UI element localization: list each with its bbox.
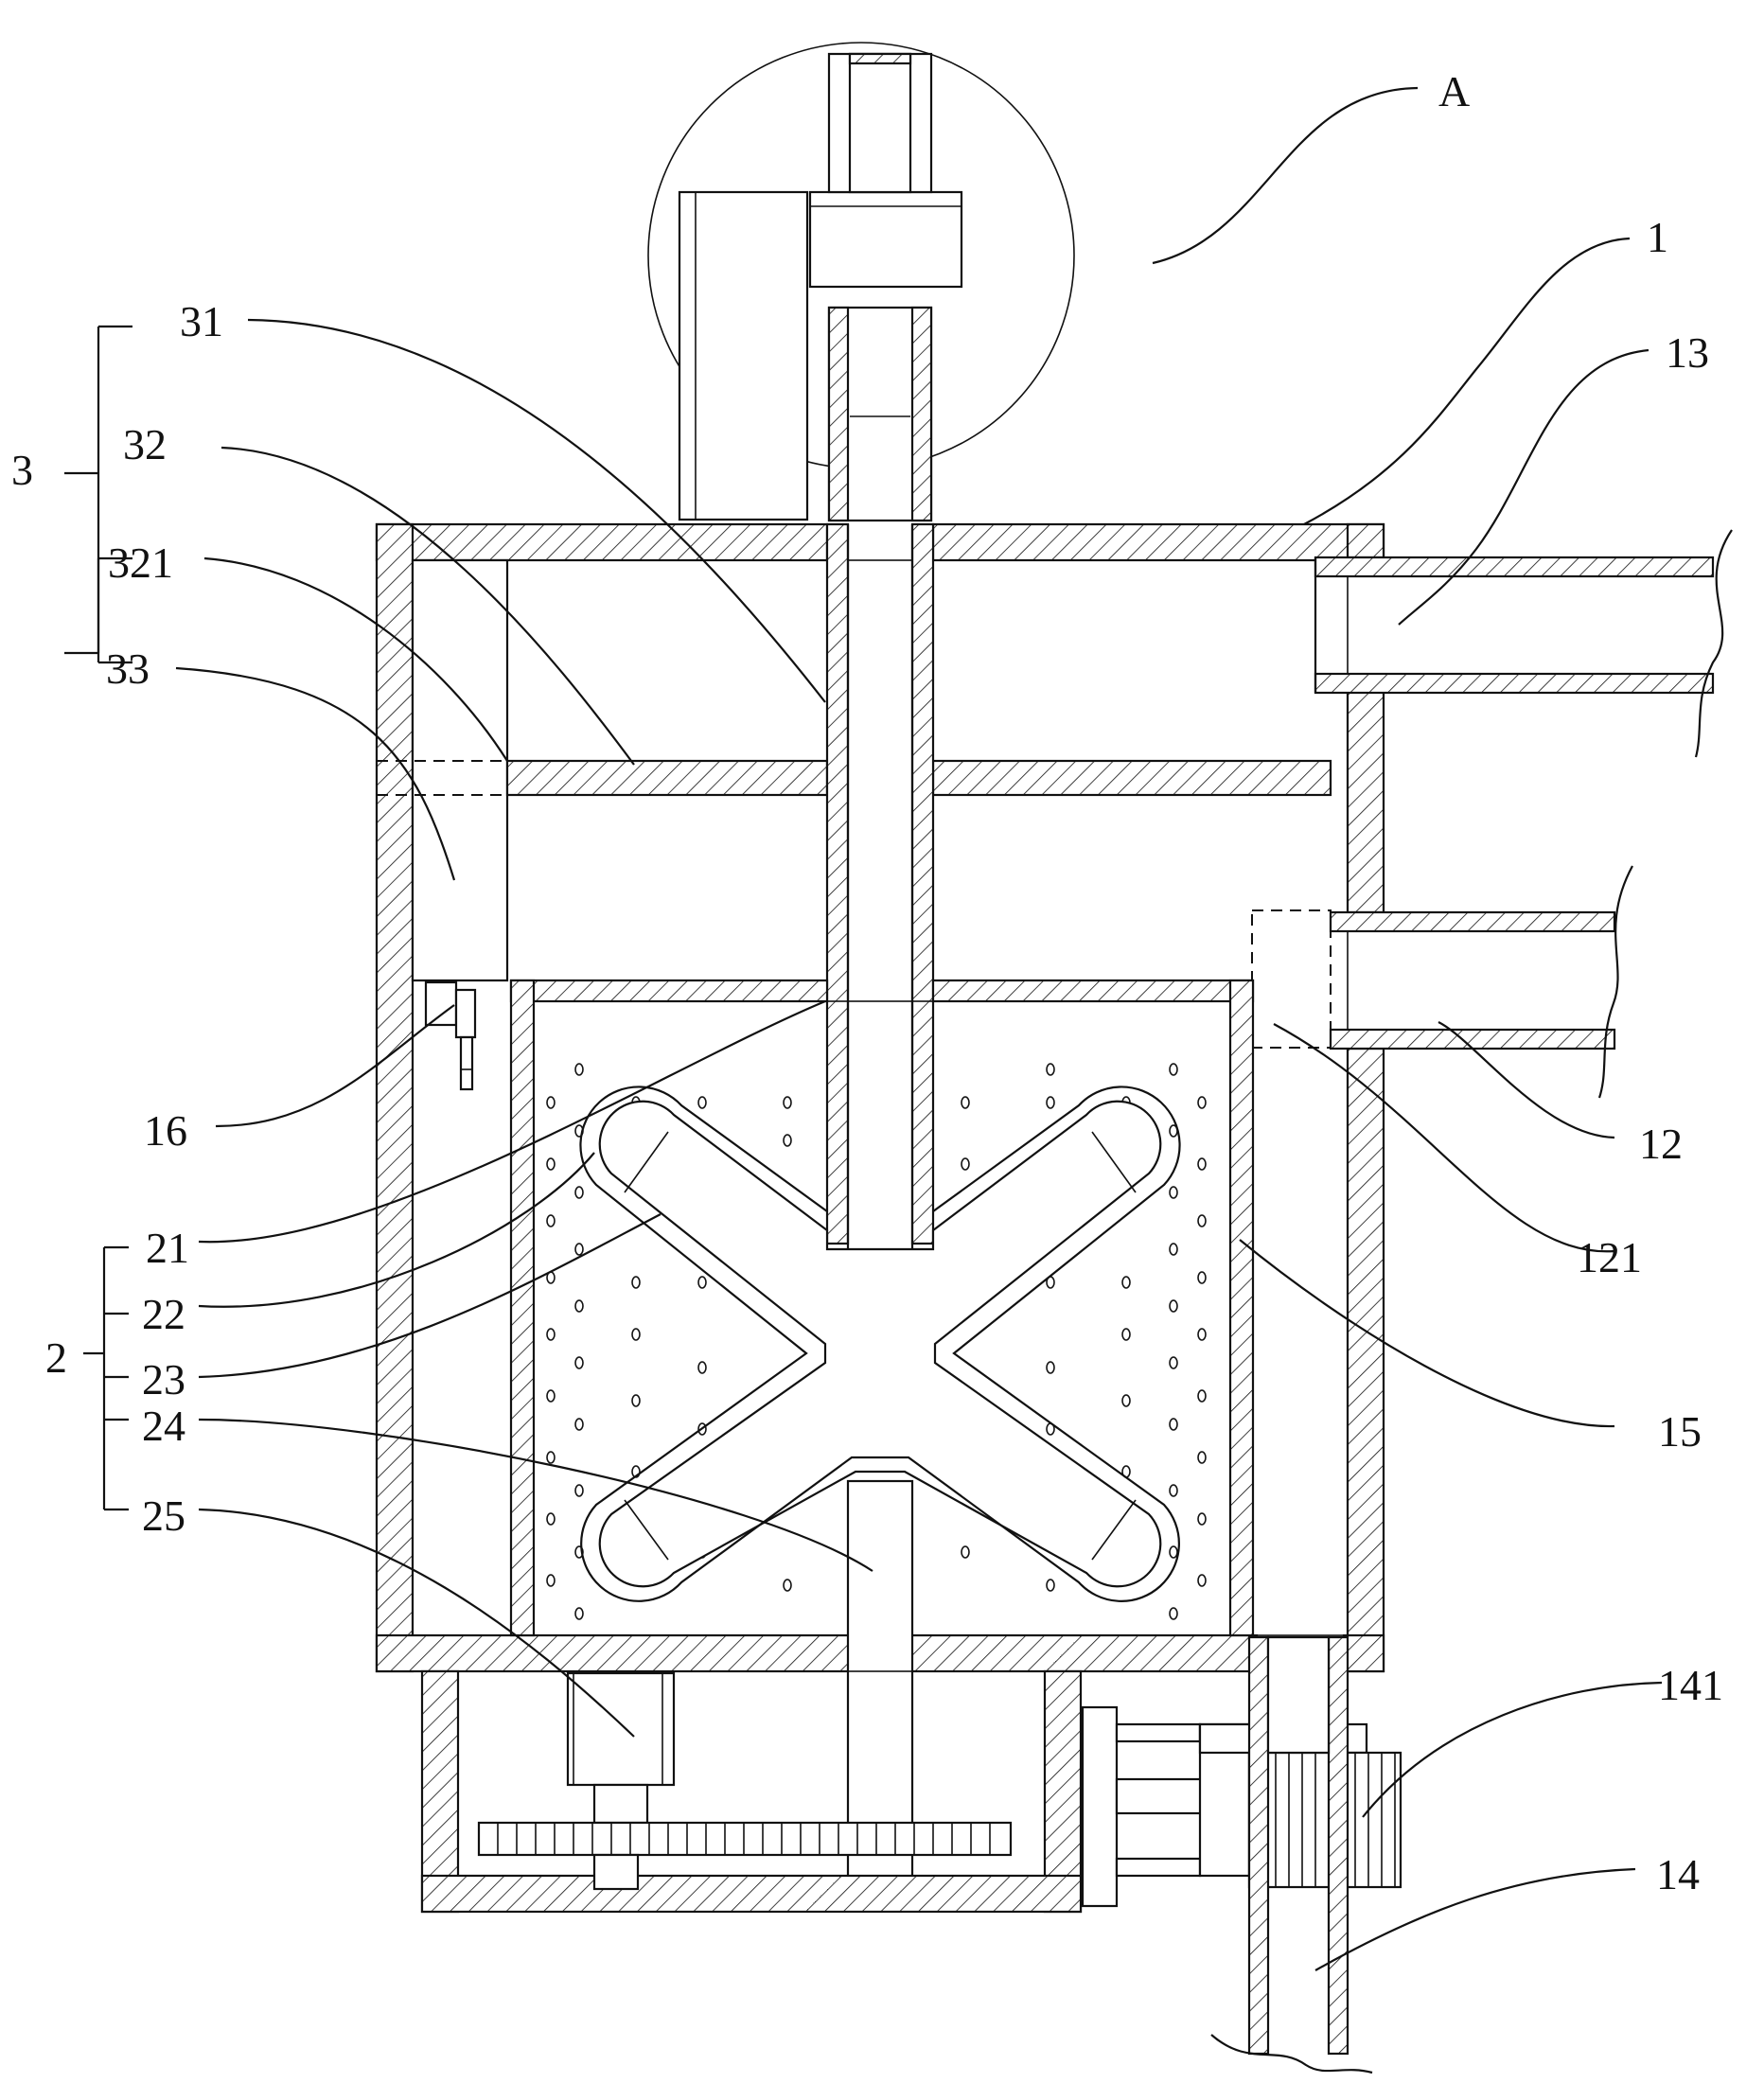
- tank-housing: [375, 522, 1385, 1673]
- label-121: 121: [1577, 1233, 1642, 1281]
- label-22: 22: [142, 1290, 185, 1338]
- label-14: 14: [1656, 1850, 1700, 1898]
- basket-perforations: [546, 1063, 1207, 1620]
- central-shaft: [825, 522, 935, 1249]
- middle-pipe: [1251, 865, 1633, 1099]
- leader-lines: [64, 86, 1663, 1971]
- label-13: 13: [1666, 328, 1709, 377]
- discharge-valve-assembly: [1081, 1635, 1402, 2074]
- top-drive-assembly: [678, 52, 963, 522]
- label-21: 21: [146, 1224, 189, 1272]
- label-33: 33: [106, 644, 150, 693]
- label-32: 32: [123, 420, 167, 468]
- label-1: 1: [1647, 213, 1668, 261]
- sensor-16: [424, 980, 477, 1091]
- label-15: 15: [1658, 1407, 1702, 1456]
- label-141: 141: [1658, 1661, 1723, 1709]
- filter-basket: [509, 979, 1255, 1637]
- label-3: 3: [11, 446, 33, 494]
- label-12: 12: [1639, 1120, 1683, 1168]
- reference-labels: A 1 13 31 3 32 321 33 16 12 121 21 2 22 …: [11, 67, 1723, 1898]
- label-a: A: [1438, 67, 1470, 115]
- label-2: 2: [45, 1333, 67, 1382]
- label-25: 25: [142, 1492, 185, 1540]
- label-31: 31: [180, 297, 223, 345]
- stirring-paddle: [579, 1086, 1181, 1602]
- upper-outlet-pipe: [1314, 529, 1733, 758]
- label-23: 23: [142, 1355, 185, 1403]
- label-321: 321: [108, 538, 173, 587]
- lower-drive-shaft: [846, 1479, 914, 1888]
- label-16: 16: [144, 1106, 187, 1155]
- label-24: 24: [142, 1402, 185, 1450]
- bottom-gearbox: [420, 1669, 1083, 1914]
